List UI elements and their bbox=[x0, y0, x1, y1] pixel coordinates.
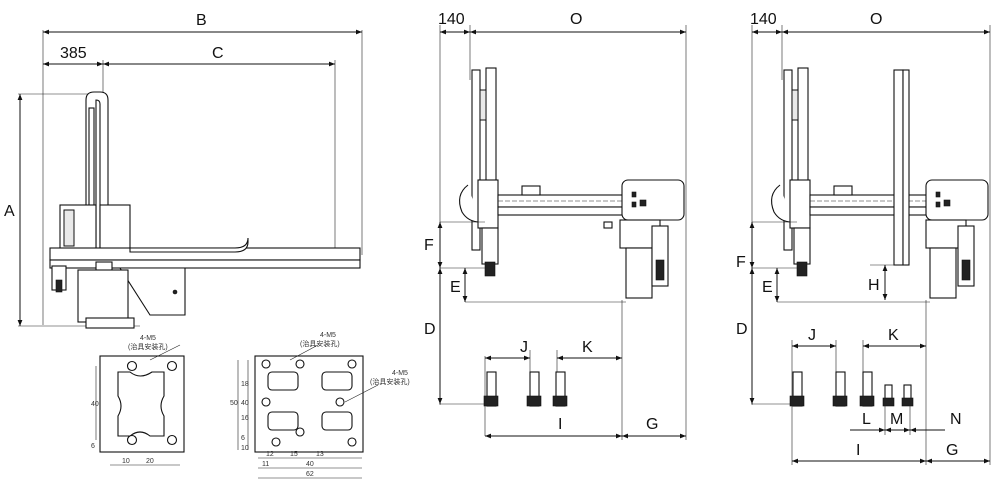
fv1-dim-k: K bbox=[582, 339, 593, 356]
mount-hole bbox=[295, 359, 305, 369]
plate-small: 4-M5 (治具安装孔) 40 6 10 20 bbox=[91, 335, 185, 466]
plate-small-dim: 40 bbox=[91, 401, 99, 408]
mount-hole bbox=[126, 434, 138, 446]
dim-c-label: C bbox=[212, 45, 224, 62]
plate-large-vdim: 16 bbox=[241, 415, 249, 422]
mount-hole bbox=[261, 397, 271, 407]
plate-small-note: 4-M5 bbox=[140, 335, 156, 342]
dim-a-label: A bbox=[4, 203, 15, 220]
fv2-dim-l: L bbox=[862, 411, 871, 428]
mount-hole bbox=[347, 437, 357, 447]
side-view: B 385 C A bbox=[4, 12, 363, 329]
fv2-dim-o: O bbox=[870, 11, 882, 28]
fv2-dim-d: D bbox=[736, 321, 748, 338]
dim-385-label: 385 bbox=[60, 45, 87, 62]
fv2-dim-j: J bbox=[808, 327, 816, 344]
plate-small-dim: 20 bbox=[146, 458, 154, 465]
plate-large-vdim: 6 bbox=[241, 435, 245, 442]
plate-large-note-side-sub: (治具安装孔) bbox=[370, 377, 410, 386]
plate-large-hdim: 62 bbox=[306, 471, 314, 478]
front-view-2: 140 O bbox=[736, 11, 991, 465]
plate-small-cutout bbox=[117, 371, 165, 437]
fv2-dim-f: F bbox=[736, 254, 746, 271]
fv1-robot-body bbox=[459, 67, 685, 299]
mount-hole bbox=[271, 437, 281, 447]
plate-large: 4-M5 (治具安装孔) 4-M5 (治具安装孔) 50 40 18 16 6 … bbox=[230, 332, 410, 479]
dim-b-label: B bbox=[196, 12, 207, 29]
mount-hole bbox=[347, 359, 357, 369]
fv2-dim-n: N bbox=[950, 411, 962, 428]
plate-large-note-top: 4-M5 bbox=[320, 332, 336, 339]
fv2-dim-h: H bbox=[868, 277, 880, 294]
fv1-dim-e: E bbox=[450, 279, 461, 296]
fv2-dim-140: 140 bbox=[750, 11, 777, 28]
fv2-dim-i: I bbox=[856, 442, 860, 459]
plate-small-dim: 6 bbox=[91, 443, 95, 450]
plate-large-hdim: 12 bbox=[266, 451, 274, 458]
fv2-dim-k: K bbox=[888, 327, 899, 344]
plate-large-vdim: 18 bbox=[241, 381, 249, 388]
mount-hole bbox=[335, 397, 345, 407]
fv2-gripper-positions bbox=[789, 371, 914, 407]
fv2-robot-body bbox=[771, 67, 989, 299]
plate-large-hdim: 13 bbox=[316, 451, 324, 458]
mount-hole bbox=[166, 360, 178, 372]
plate-large-hdim: 11 bbox=[262, 461, 269, 468]
front-view-1: 140 O F bbox=[424, 11, 687, 440]
plate-large-vdim: 10 bbox=[241, 445, 249, 452]
robot-side-body bbox=[49, 91, 361, 329]
plate-large-vdim: 50 bbox=[230, 400, 238, 407]
fv1-dim-f: F bbox=[424, 237, 434, 254]
plate-large-note-side: 4-M5 bbox=[392, 370, 408, 377]
fv1-dim-i: I bbox=[558, 416, 562, 433]
fv1-dim-o: O bbox=[570, 11, 582, 28]
mount-hole bbox=[295, 427, 305, 437]
fv2-dim-g: G bbox=[946, 442, 958, 459]
fv2-dim-m: M bbox=[890, 411, 903, 428]
mount-hole bbox=[126, 360, 138, 372]
fv1-dim-j: J bbox=[520, 339, 528, 356]
fv1-gripper-positions bbox=[483, 371, 568, 407]
plate-large-outline bbox=[254, 355, 364, 453]
plate-small-note-sub: (治具安装孔) bbox=[128, 342, 168, 351]
fv1-dim-140: 140 bbox=[438, 11, 465, 28]
mount-hole bbox=[166, 434, 178, 446]
plate-large-hdim: 15 bbox=[290, 451, 298, 458]
plate-large-note-top-sub: (治具安装孔) bbox=[300, 339, 340, 348]
fv1-dim-g: G bbox=[646, 416, 658, 433]
plate-small-dim: 10 bbox=[122, 458, 130, 465]
fv2-dim-e: E bbox=[762, 279, 773, 296]
fv1-dim-d: D bbox=[424, 321, 436, 338]
plate-large-hdim: 40 bbox=[306, 461, 314, 468]
mount-hole bbox=[261, 359, 271, 369]
plate-large-vdim: 40 bbox=[241, 400, 249, 407]
